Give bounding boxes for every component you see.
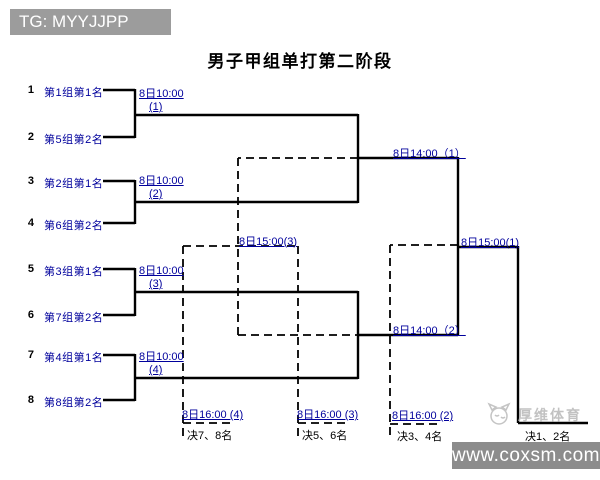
player-3: 第2组第1名 — [44, 178, 104, 190]
player-2: 第5组第2名 — [44, 134, 104, 146]
place-3-4-label: 决3、4名 — [397, 431, 443, 443]
player-4: 第6组第2名 — [44, 220, 104, 232]
sf2-match-link[interactable]: 8日14:00（2） — [393, 325, 466, 337]
seed-1: 1 — [27, 84, 34, 96]
place-7-8-label: 决7、8名 — [187, 430, 233, 442]
site-watermark: www.coxsm.com — [452, 442, 600, 469]
seed-4: 4 — [27, 217, 34, 229]
brand-paw-icon — [487, 402, 511, 425]
player-5: 第3组第1名 — [44, 266, 104, 278]
seed-6: 6 — [27, 309, 34, 321]
third-place-dashed-lines — [389, 244, 458, 438]
seed-8: 8 — [27, 394, 34, 406]
semifinal-losers-dashed-lines — [237, 157, 358, 336]
brand-watermark-text: 厚维体育 — [518, 407, 582, 423]
qf3-time[interactable]: 8日10:00 — [139, 265, 184, 277]
qf1-number[interactable]: (1) — [149, 101, 163, 113]
site-watermark-text: www.coxsm.com — [452, 445, 600, 466]
seed-2: 2 — [27, 131, 34, 143]
place-5-6-time-link[interactable]: 8日16:00 (3) — [297, 409, 359, 421]
page-title: 男子甲组单打第二阶段 — [207, 52, 393, 71]
seed-3: 3 — [27, 175, 34, 187]
sf1-match-link[interactable]: 8日14:00（1） — [393, 148, 466, 160]
final-lines — [456, 157, 588, 425]
quarterfinal-lines — [103, 88, 358, 402]
place-7-8-time-link[interactable]: 8日16:00 (4) — [182, 409, 244, 421]
qf1-match-link[interactable]: 8日10:00 (1) — [139, 88, 184, 114]
qf1-time[interactable]: 8日10:00 — [139, 88, 184, 100]
qf2-time[interactable]: 8日10:00 — [139, 175, 184, 187]
qf4-number[interactable]: (4) — [149, 364, 163, 376]
final-match-link[interactable]: 8日15:00(1) — [461, 237, 520, 249]
player-1: 第1组第1名 — [44, 87, 104, 99]
qf2-match-link[interactable]: 8日10:00 (2) — [139, 175, 184, 201]
qf3-number[interactable]: (3) — [149, 278, 163, 290]
player-6: 第7组第2名 — [44, 312, 104, 324]
player-7: 第4组第1名 — [44, 352, 104, 364]
qf3-match-link[interactable]: 8日10:00 (3) — [139, 265, 184, 291]
seed-7: 7 — [27, 349, 34, 361]
place-3-4-time-link[interactable]: 8日16:00 (2) — [392, 410, 454, 422]
qf2-number[interactable]: (2) — [149, 188, 163, 200]
tg-badge: TG: MYYJJPP — [10, 9, 171, 35]
consolation-5-8-match-link[interactable]: 8日15:00(3) — [239, 236, 298, 248]
placement-match-lines — [183, 422, 441, 425]
qf4-time[interactable]: 8日10:00 — [139, 351, 184, 363]
player-8: 第8组第2名 — [44, 397, 104, 409]
seed-5: 5 — [27, 263, 34, 275]
consolation-5-8-dashed-lines — [182, 245, 299, 438]
place-1-2-label: 决1、2名 — [525, 431, 571, 443]
tg-badge-text: TG: MYYJJPP — [19, 12, 129, 31]
place-5-6-label: 决5、6名 — [302, 430, 348, 442]
qf4-match-link[interactable]: 8日10:00 (4) — [139, 351, 184, 377]
